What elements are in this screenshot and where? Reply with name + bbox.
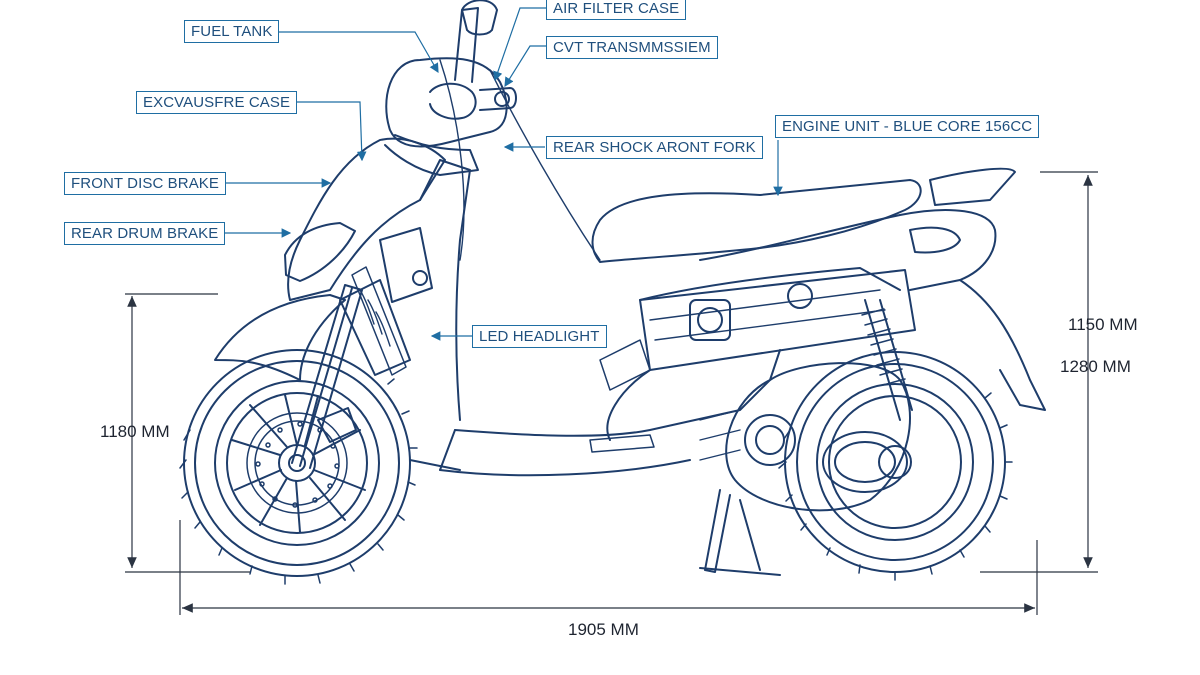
callout-front-disc-brake: FRONT DISC BRAKE xyxy=(64,172,227,195)
leader-exhaust xyxy=(276,101,367,162)
leader-lines xyxy=(218,7,783,341)
callout-air-filter-case: AIR FILTER CASE xyxy=(546,0,687,20)
handlebar-assembly xyxy=(384,0,517,176)
callout-fuel-tank: FUEL TANK xyxy=(184,20,280,43)
dimension-overall-length: 1905 MM xyxy=(568,620,639,639)
engine-cvt-unit xyxy=(599,269,916,512)
front-body-panel xyxy=(214,137,471,421)
callout-cvt-transmission: CVT TRANSMMSSIEM xyxy=(546,36,718,59)
front-fork xyxy=(291,266,411,469)
callout-exhaust-case: EXCVAUSFRE CASE xyxy=(136,91,298,114)
seat xyxy=(591,167,1016,263)
side-stand xyxy=(699,489,781,576)
leader-fuel-tank xyxy=(278,31,439,74)
callout-led-headlight: LED HEADLIGHT xyxy=(472,325,607,348)
leader-air-filter xyxy=(493,7,548,82)
dimension-rear-height-lower: 1280 MM xyxy=(1060,357,1131,376)
dimension-front-height: 1180 MM xyxy=(100,422,170,441)
scooter-illustration xyxy=(179,0,1046,585)
rear-shock-absorber xyxy=(861,299,913,421)
rear-wheel xyxy=(778,351,1013,581)
front-wheel xyxy=(179,349,418,585)
dimension-rear-height-upper: 1150 MM xyxy=(1068,315,1138,334)
callout-rear-shock-front-fork: REAR SHOCK ARONT FORK xyxy=(546,136,763,159)
rear-body-cowl xyxy=(639,209,1046,411)
floorboard-frame xyxy=(409,349,781,477)
callout-engine-unit: ENGINE UNIT - BLUE CORE 156CC xyxy=(775,115,1040,138)
front-disc-brake-rotor xyxy=(246,407,357,514)
leader-cvt xyxy=(504,45,548,88)
cable-details xyxy=(439,59,601,261)
dimension-lines xyxy=(125,171,1098,615)
callout-rear-drum-brake: REAR DRUM BRAKE xyxy=(64,222,226,245)
